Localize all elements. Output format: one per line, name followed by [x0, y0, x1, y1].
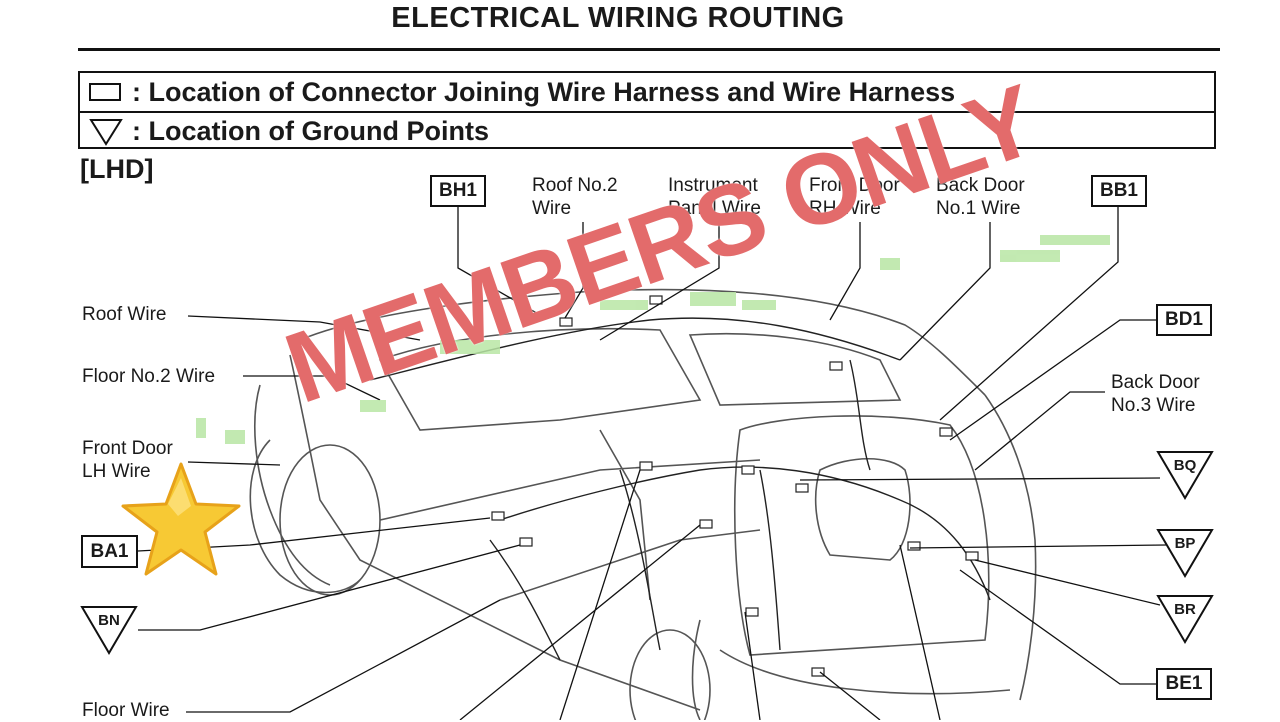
label-line: LH Wire: [82, 461, 151, 482]
connector-bd1: BD1: [1156, 304, 1212, 336]
label-front-door-lh-wire: Front Door LH Wire: [82, 437, 173, 483]
star-icon: [118, 458, 244, 589]
label-line: Front Door: [82, 438, 173, 459]
variant-label: [LHD]: [80, 154, 154, 184]
ground-br: BR: [1156, 594, 1214, 644]
label-line: No.3 Wire: [1111, 395, 1196, 416]
legend-row-connector: : Location of Connector Joining Wire Har…: [80, 73, 1214, 113]
ground-br-label: BR: [1174, 601, 1196, 618]
connector-bh1: BH1: [430, 175, 486, 207]
legend-connector-text: : Location of Connector Joining Wire Har…: [132, 76, 956, 107]
ground-bn: BN: [80, 605, 138, 655]
label-line: Front Door: [809, 175, 900, 196]
connector-be1: BE1: [1156, 668, 1212, 700]
connector-symbol-icon: [80, 73, 132, 111]
label-floor-no2-wire: Floor No.2 Wire: [82, 366, 216, 387]
label-line: Wire: [532, 198, 572, 219]
ground-bn-label: BN: [98, 612, 120, 629]
label-line: RH Wire: [809, 198, 881, 219]
label-instrument-panel-wire: Instrument Panel Wire: [668, 174, 761, 220]
ground-bq-label: BQ: [1173, 457, 1197, 474]
label-line: Panel Wire: [668, 198, 761, 219]
legend-ground-text: : Location of Ground Points: [132, 115, 489, 146]
label-line: Back Door: [1111, 372, 1200, 393]
connector-bb1: BB1: [1091, 175, 1147, 207]
legend-box: : Location of Connector Joining Wire Har…: [78, 71, 1216, 149]
label-line: No.1 Wire: [936, 198, 1021, 219]
connector-nubs: [491, 295, 979, 677]
label-line: Instrument: [668, 175, 758, 196]
leader-lines: [137, 207, 1167, 720]
page-title: ELECTRICAL WIRING ROUTING: [391, 2, 845, 34]
label-front-door-rh-wire: Front Door RH Wire: [809, 174, 900, 220]
label-back-door-no1-wire: Back Door No.1 Wire: [936, 174, 1025, 220]
label-roof-wire: Roof Wire: [82, 304, 167, 325]
label-line: Back Door: [936, 175, 1025, 196]
label-back-door-no3-wire: Back Door No.3 Wire: [1111, 371, 1200, 417]
title-divider: [78, 48, 1220, 51]
connector-ba1: BA1: [81, 535, 138, 568]
ground-bq: BQ: [1156, 450, 1214, 500]
legend-row-ground: : Location of Ground Points: [80, 112, 1214, 150]
label-floor-wire: Floor Wire: [82, 700, 170, 721]
label-line: Roof No.2: [532, 175, 618, 196]
ground-bp: BP: [1156, 528, 1214, 578]
ground-symbol-icon: [80, 112, 132, 150]
label-roof-no2-wire: Roof No.2 Wire: [532, 174, 618, 220]
scan-speckle: [196, 235, 1110, 444]
ground-bp-label: BP: [1174, 535, 1196, 552]
harness-routes: [369, 317, 991, 661]
